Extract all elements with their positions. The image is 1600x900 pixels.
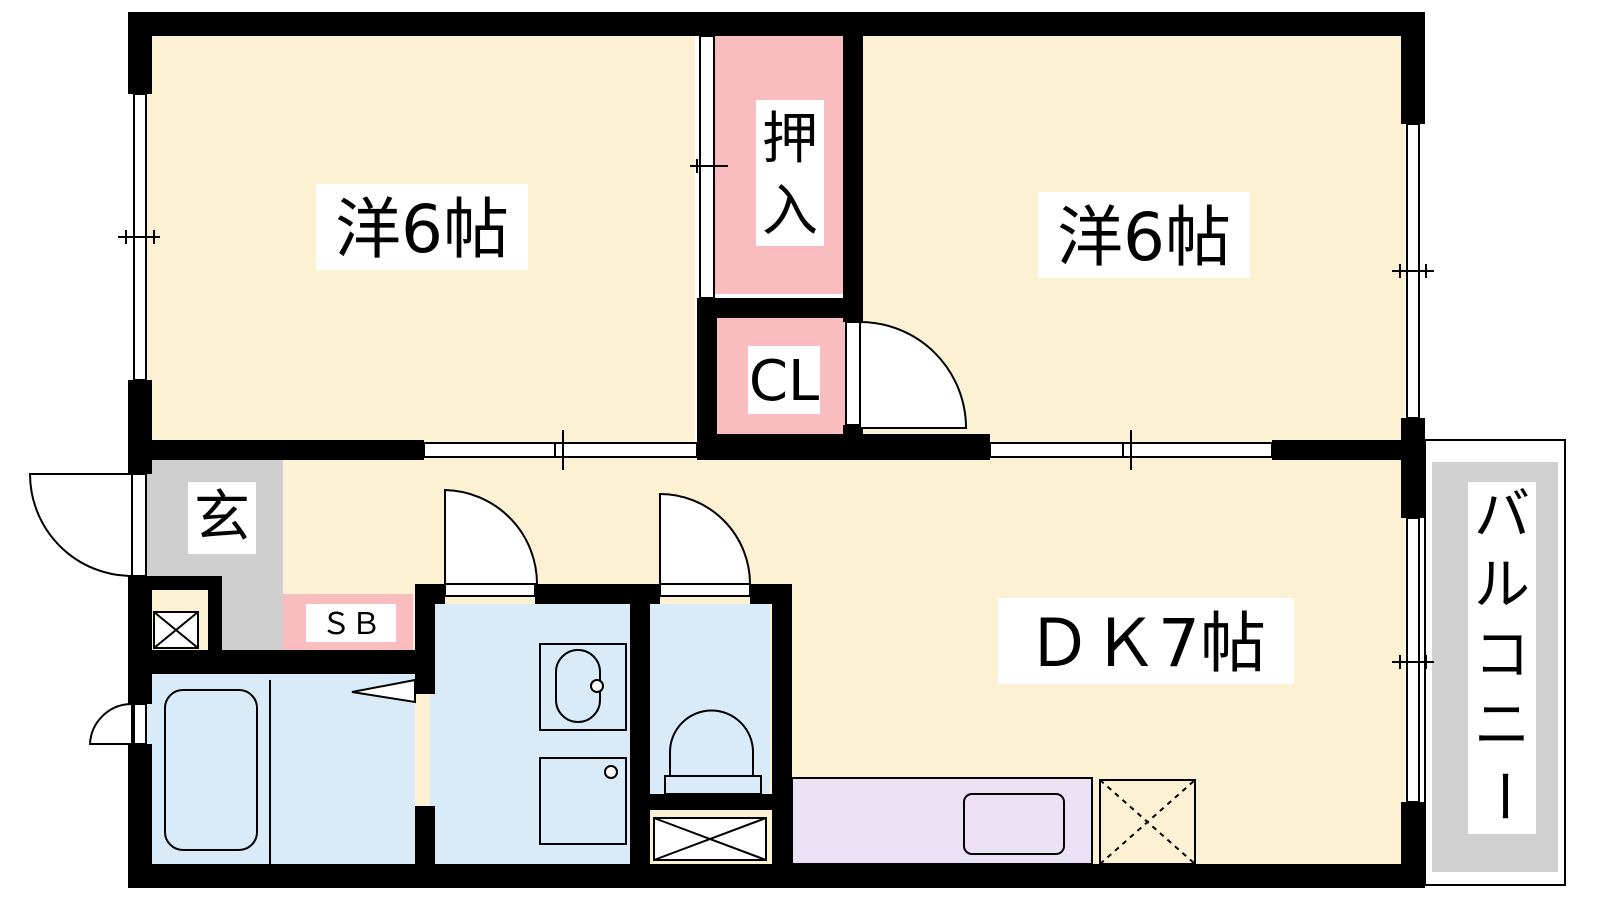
label-balcony-char-2: ル xyxy=(1474,553,1530,618)
wall-left-lower xyxy=(128,576,152,704)
label-balcony-char-1: バ xyxy=(1474,483,1530,548)
label-western-left-text: 洋6帖 xyxy=(335,191,509,268)
front-door xyxy=(28,473,147,578)
wall-horizontal-right xyxy=(1272,440,1425,460)
wall-toilet-right xyxy=(772,584,792,876)
label-western-right-text: 洋6帖 xyxy=(1057,199,1231,276)
wall-entrance-right-stub xyxy=(152,576,222,590)
wall-bath-wash-lower xyxy=(415,806,435,876)
bathtub-icon xyxy=(164,680,271,864)
toilet-icon xyxy=(664,709,762,795)
entrance-storage-icon xyxy=(153,611,199,649)
bath-faucet-icon xyxy=(351,678,416,704)
window-left-upper xyxy=(118,93,160,381)
sink-icon xyxy=(963,793,1065,855)
wall-toilet-bottom xyxy=(640,794,780,810)
label-closet-cl-text: CL xyxy=(749,349,819,414)
wall-left-upper xyxy=(128,12,152,94)
label-closet-top-line2: 入 xyxy=(762,179,818,244)
wall-top xyxy=(128,12,1425,36)
window-right-upper xyxy=(1392,123,1434,419)
wall-cl-right xyxy=(843,425,863,455)
window-right-lower xyxy=(1392,517,1434,803)
door-room-right xyxy=(845,320,968,429)
label-closet-top: 押 入 xyxy=(756,100,824,246)
label-balcony-char-4: ニ xyxy=(1474,693,1530,758)
label-shoe-box-text: ＳＢ xyxy=(321,607,381,642)
window-bath xyxy=(133,703,147,745)
label-balcony-char-5-text: ー xyxy=(1470,768,1535,824)
label-closet-top-line1: 押 xyxy=(762,107,818,172)
label-western-right: 洋6帖 xyxy=(1038,192,1250,278)
label-shoe-box: ＳＢ xyxy=(306,604,396,642)
wall-horizontal-left xyxy=(128,440,424,460)
stove-icon xyxy=(1099,779,1196,865)
label-balcony-char-3: コ xyxy=(1474,623,1530,688)
wall-right-mid xyxy=(1401,418,1425,518)
sliding-door-closet xyxy=(690,35,728,299)
wall-closet-divider xyxy=(697,298,860,318)
door-toilet xyxy=(659,492,752,597)
entrance-floor-lower xyxy=(220,576,283,654)
washing-machine-icon xyxy=(539,757,627,845)
label-western-left: 洋6帖 xyxy=(316,184,528,270)
door-washroom xyxy=(444,488,539,597)
label-closet-cl: CL xyxy=(748,346,820,414)
sliding-door-left xyxy=(423,430,698,470)
wall-bath-top xyxy=(128,650,428,674)
label-balcony-char-5: ー xyxy=(1470,768,1535,824)
wall-wash-top-mid xyxy=(535,584,660,604)
toilet-storage-icon xyxy=(653,817,767,861)
label-dining-kitchen: ＤＫ7帖 xyxy=(998,598,1294,684)
wall-right-lower xyxy=(1401,802,1425,888)
sliding-door-right xyxy=(989,430,1273,470)
wall-right-upper xyxy=(1401,12,1425,124)
wall-closet-left-lower xyxy=(697,298,717,458)
label-balcony: バ ル コ ニ ー xyxy=(1468,482,1536,834)
label-entrance: 玄 xyxy=(188,482,256,554)
door-bath-exterior xyxy=(88,702,133,745)
label-dining-kitchen-text: ＤＫ7帖 xyxy=(1026,605,1266,682)
wall-bath-wash xyxy=(415,584,435,694)
wall-entrance-box-side xyxy=(208,576,222,662)
wall-wash-toilet xyxy=(630,584,650,876)
wall-left-bottom xyxy=(128,744,152,888)
label-entrance-text: 玄 xyxy=(194,485,250,550)
washbasin-icon xyxy=(539,643,627,731)
wall-closet-right xyxy=(843,12,863,322)
